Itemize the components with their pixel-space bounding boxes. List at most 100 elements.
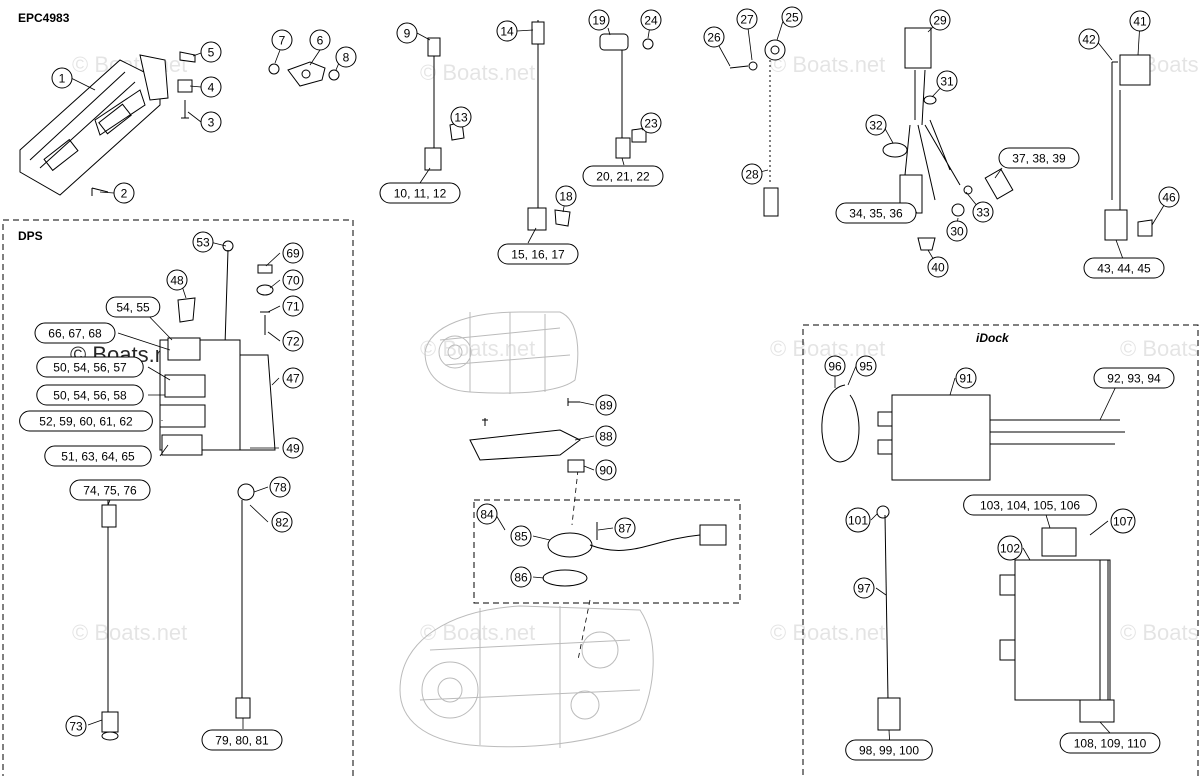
callout-c95[interactable]: 95 <box>855 355 877 377</box>
callout-c50b[interactable]: 50, 54, 56, 58 <box>36 384 144 406</box>
callout-c51[interactable]: 51, 63, 64, 65 <box>44 445 152 467</box>
callout-c90[interactable]: 90 <box>595 459 617 481</box>
callout-c28[interactable]: 28 <box>741 163 763 185</box>
callout-c69[interactable]: 69 <box>282 242 304 264</box>
callout-c42[interactable]: 42 <box>1078 28 1100 50</box>
callout-c13[interactable]: 13 <box>450 106 472 128</box>
watermark: © Boats.net <box>420 60 535 85</box>
callout-label: 13 <box>454 111 468 125</box>
callout-c31[interactable]: 31 <box>936 70 958 92</box>
callout-c15[interactable]: 15, 16, 17 <box>497 243 579 265</box>
callout-c91[interactable]: 91 <box>955 367 977 389</box>
callout-label: 78 <box>273 481 287 495</box>
callout-c96[interactable]: 96 <box>824 355 846 377</box>
callout-bubble <box>936 70 958 92</box>
callout-label: 40 <box>931 261 945 275</box>
callout-c84[interactable]: 84 <box>476 503 498 525</box>
callout-c97[interactable]: 97 <box>853 577 875 599</box>
callout-c73[interactable]: 73 <box>65 715 87 737</box>
callout-bubble <box>105 296 161 318</box>
callout-c78[interactable]: 78 <box>269 476 291 498</box>
callout-bubble <box>736 8 758 30</box>
callout-c23[interactable]: 23 <box>640 112 662 134</box>
callout-c7[interactable]: 7 <box>271 29 293 51</box>
callout-c27[interactable]: 27 <box>736 8 758 30</box>
callout-c6[interactable]: 6 <box>309 29 331 51</box>
dps-section-box <box>2 219 354 776</box>
callout-c71[interactable]: 71 <box>282 295 304 317</box>
callout-c98[interactable]: 98, 99, 100 <box>845 739 933 761</box>
callout-c50a[interactable]: 50, 54, 56, 57 <box>36 356 144 378</box>
callout-label: 84 <box>480 508 494 522</box>
callout-c49[interactable]: 49 <box>282 437 304 459</box>
callout-label: 72 <box>286 335 300 349</box>
callout-c20[interactable]: 20, 21, 22 <box>582 165 664 187</box>
callout-c26[interactable]: 26 <box>703 26 725 48</box>
callout-c29[interactable]: 29 <box>929 9 951 31</box>
callout-c19[interactable]: 19 <box>588 9 610 31</box>
callout-c24[interactable]: 24 <box>640 9 662 31</box>
idock-module-drawing <box>821 384 1125 731</box>
callout-c46[interactable]: 46 <box>1158 186 1180 208</box>
callout-bubble <box>614 517 636 539</box>
callout-c52[interactable]: 52, 59, 60, 61, 62 <box>19 410 153 432</box>
callout-c9[interactable]: 9 <box>396 22 418 44</box>
callout-c85[interactable]: 85 <box>510 525 532 547</box>
callout-c101[interactable]: 101 <box>845 507 871 533</box>
callout-bubble <box>955 367 977 389</box>
callout-label: 87 <box>618 522 632 536</box>
callout-c8[interactable]: 8 <box>335 46 357 68</box>
callout-c107[interactable]: 107 <box>1110 508 1136 534</box>
callout-c2[interactable]: 2 <box>113 182 135 204</box>
idock-section-box <box>802 324 1199 776</box>
callout-c25[interactable]: 25 <box>781 6 803 28</box>
callout-c18[interactable]: 18 <box>555 185 577 207</box>
callout-c43[interactable]: 43, 44, 45 <box>1083 257 1165 279</box>
callout-c4[interactable]: 4 <box>200 76 222 98</box>
callout-c103[interactable]: 103, 104, 105, 106 <box>963 494 1097 516</box>
callout-label: 51, 63, 64, 65 <box>61 450 135 464</box>
callout-label: 15, 16, 17 <box>511 248 565 262</box>
callout-label: 32 <box>869 119 883 133</box>
callout-label: 70 <box>286 274 300 288</box>
callout-bubble <box>282 269 304 291</box>
callout-c47[interactable]: 47 <box>282 367 304 389</box>
sensor-bracket-drawing <box>469 398 727 587</box>
callout-label: 37, 38, 39 <box>1012 152 1066 166</box>
callout-c37[interactable]: 37, 38, 39 <box>998 147 1080 169</box>
callout-c108[interactable]: 108, 109, 110 <box>1059 732 1161 754</box>
callout-c40[interactable]: 40 <box>927 256 949 278</box>
callout-c1[interactable]: 1 <box>51 67 73 89</box>
callout-c3[interactable]: 3 <box>200 111 222 133</box>
callout-c92[interactable]: 92, 93, 94 <box>1093 367 1175 389</box>
callout-c89[interactable]: 89 <box>595 394 617 416</box>
callout-c53[interactable]: 53 <box>192 231 214 253</box>
callout-c70[interactable]: 70 <box>282 269 304 291</box>
callout-c74[interactable]: 74, 75, 76 <box>69 479 151 501</box>
callout-c33[interactable]: 33 <box>972 201 994 223</box>
callout-c88[interactable]: 88 <box>595 425 617 447</box>
callout-c54[interactable]: 54, 55 <box>105 296 161 318</box>
callout-c32[interactable]: 32 <box>865 114 887 136</box>
callout-label: 86 <box>514 571 528 585</box>
callout-c66[interactable]: 66, 67, 68 <box>34 322 116 344</box>
callout-c79[interactable]: 79, 80, 81 <box>201 729 283 751</box>
callout-c30[interactable]: 30 <box>946 220 968 242</box>
callout-c82[interactable]: 82 <box>271 511 293 533</box>
callout-c10[interactable]: 10, 11, 12 <box>379 182 461 204</box>
callout-c41[interactable]: 41 <box>1129 10 1151 32</box>
callout-c5[interactable]: 5 <box>200 41 222 63</box>
callout-c34[interactable]: 34, 35, 36 <box>835 202 917 224</box>
callout-c48[interactable]: 48 <box>166 269 188 291</box>
callout-c102[interactable]: 102 <box>997 535 1023 561</box>
callout-c72[interactable]: 72 <box>282 330 304 352</box>
callout-bubble <box>1078 28 1100 50</box>
callout-c86[interactable]: 86 <box>510 566 532 588</box>
callout-bubble <box>396 22 418 44</box>
callout-c14[interactable]: 14 <box>496 20 518 42</box>
callout-label: 43, 44, 45 <box>1097 262 1151 276</box>
callout-label: 90 <box>599 464 613 478</box>
callout-c87[interactable]: 87 <box>614 517 636 539</box>
callout-bubble <box>36 356 144 378</box>
